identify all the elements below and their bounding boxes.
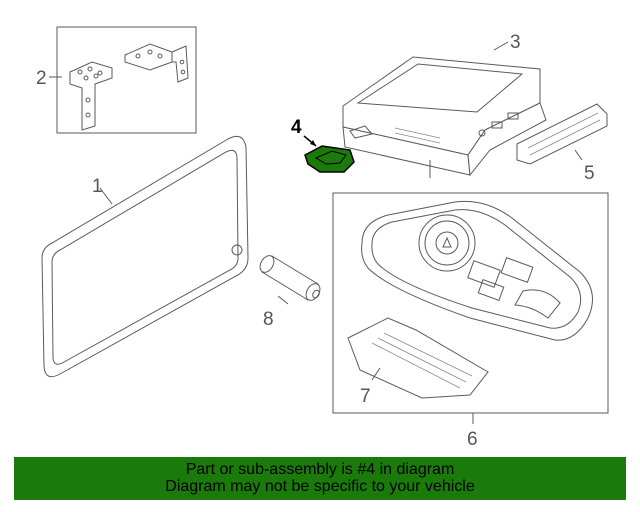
part-7-panel (347, 317, 489, 399)
callout-7: 7 (360, 386, 371, 407)
part-4-clip (303, 135, 355, 173)
callout-4: 4 (291, 117, 302, 138)
part-2-brackets (49, 26, 197, 134)
part-6-controller-group (332, 192, 609, 424)
callout-5: 5 (584, 163, 595, 184)
callout-8: 8 (263, 309, 274, 330)
part-3-head-unit (342, 41, 547, 178)
callout-6: 6 (467, 429, 478, 450)
callout-2: 2 (36, 68, 47, 89)
banner-line-1: Part or sub-assembly is #4 in diagram (185, 461, 455, 478)
banner-line-2: Diagram may not be specific to your vehi… (165, 478, 475, 495)
part-5-bracket (516, 103, 608, 165)
info-banner: Part or sub-assembly is #4 in diagram Di… (14, 457, 626, 500)
part-8-cylinder (259, 255, 321, 305)
callout-1: 1 (92, 176, 103, 197)
part-1-display (41, 135, 249, 378)
callout-3: 3 (510, 32, 521, 53)
